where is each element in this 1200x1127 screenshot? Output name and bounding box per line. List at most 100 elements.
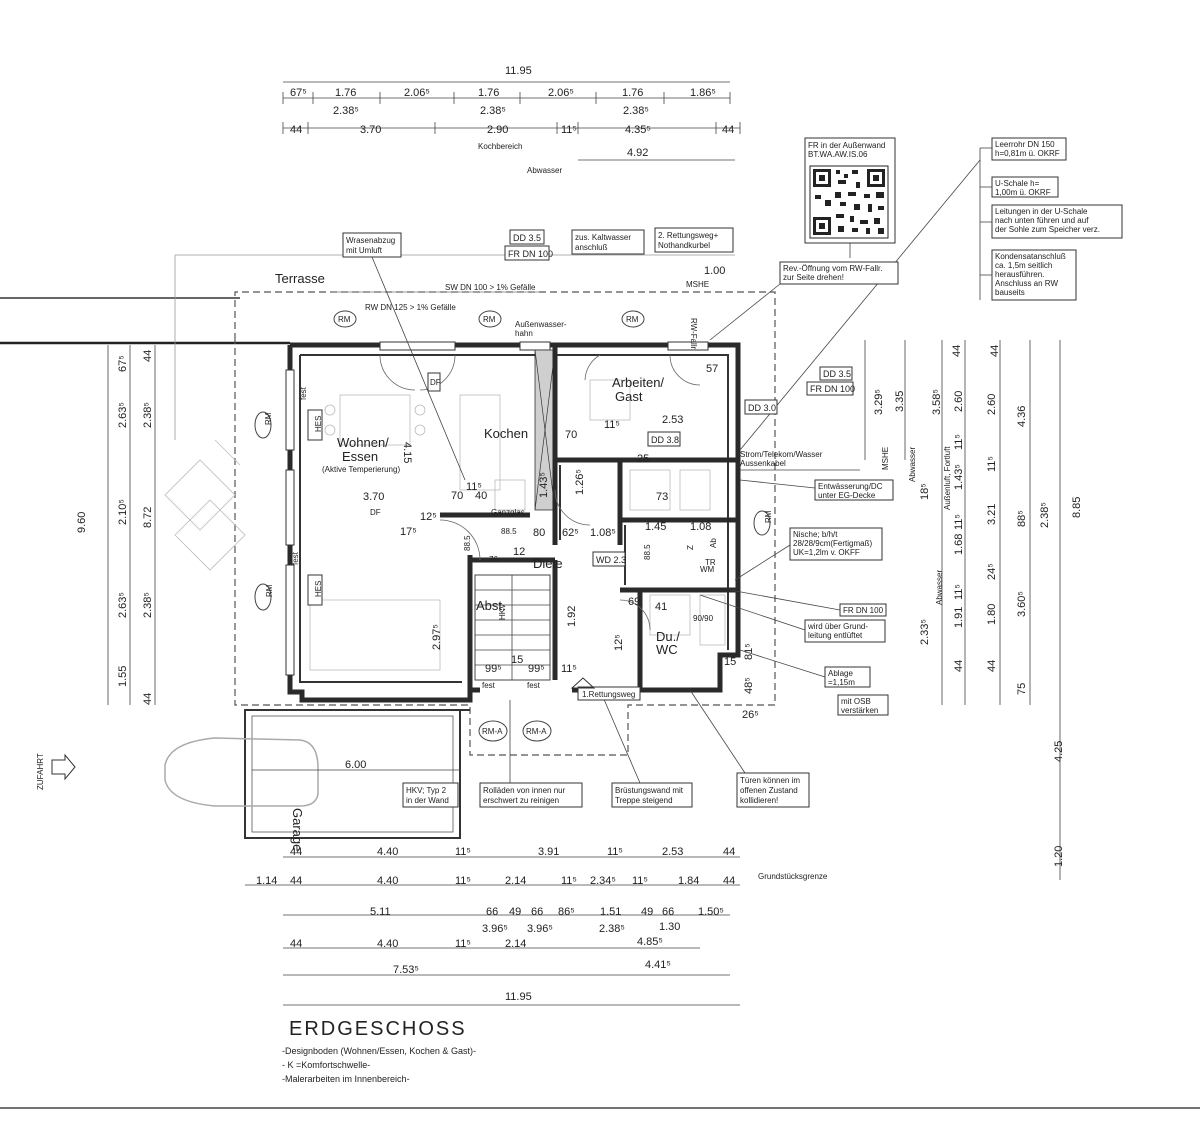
bottom-dim: 2.14 xyxy=(505,938,526,950)
right-dim: 2.38⁵ xyxy=(1039,502,1051,528)
left-dim: 2.10⁵ xyxy=(117,499,129,525)
note-uschale: U-Schale h=1,00m ü. OKRF xyxy=(995,179,1051,197)
bottom-dim: 7.53⁵ xyxy=(393,964,419,976)
left-dim: 67⁵ xyxy=(117,355,129,372)
outer-walls xyxy=(285,341,741,703)
top-row4-dim: 4.92 xyxy=(627,147,648,159)
dim-label: 70 xyxy=(565,429,577,441)
room-garage: Garage xyxy=(290,808,305,851)
room-kochen: Kochen xyxy=(484,426,528,441)
top-row1-dim: 2.06⁵ xyxy=(404,87,430,99)
dim-label: 1.45 xyxy=(645,521,666,533)
bottom-dim: 1.84 xyxy=(678,875,699,887)
fest-label: fest xyxy=(482,681,496,690)
dim-label: 69 xyxy=(628,596,640,608)
bottom-dim: 1.50⁵ xyxy=(698,906,724,918)
right-dim: 2.60 xyxy=(953,391,965,412)
top-dimension-chains: 11.95 67⁵ 1.76 2.06⁵ 1.76 2.06⁵ 1.76 1.8… xyxy=(282,65,741,175)
right-dim: 2.33⁵ xyxy=(919,619,931,645)
right-dim: 3.58⁵ xyxy=(931,389,943,415)
dim-label: 26⁵ xyxy=(742,709,759,721)
kochbereich-label: Kochbereich xyxy=(478,142,522,151)
hkv-label: HKV xyxy=(498,603,507,620)
room-arbeiten: Arbeiten/Gast xyxy=(612,375,664,404)
right-dim: 11⁵ xyxy=(986,456,998,472)
right-dim: 8.85 xyxy=(1071,497,1083,518)
right-dim: 1.68 xyxy=(953,534,965,555)
rm-label: RM xyxy=(264,412,273,425)
dim-label: 4.15 xyxy=(401,442,413,463)
right-dim: 1.80 xyxy=(986,604,998,625)
room-abst: Abst. xyxy=(476,598,506,613)
fest-label: fest xyxy=(291,551,300,565)
note-wd23: WD 2.3 xyxy=(596,555,626,565)
bottom-dim: 66 xyxy=(531,906,543,918)
rm-label: RM xyxy=(338,315,351,324)
note-ablage: Ablage=1,15m xyxy=(828,669,855,687)
bottom-dim: 4.40 xyxy=(377,875,398,887)
right-dim: 4.36 xyxy=(1016,406,1028,427)
note-fr-dn100b: FR DN 100 xyxy=(810,384,855,394)
bottom-dim: 2.53 xyxy=(662,846,683,858)
dim-label: 12⁵ xyxy=(420,511,437,523)
note-rettungsweg1: 1.Rettungsweg xyxy=(582,690,635,699)
note-dd35b: DD 3.5 xyxy=(823,369,851,379)
bottom-dim: 66 xyxy=(486,906,498,918)
bottom-dim: 11⁵ xyxy=(455,938,471,950)
rw-pipe-label: RW DN 125 > 1% Gefälle xyxy=(365,303,456,312)
right-dimension-chains: 44 3.29⁵ 3.35 3.58⁵ 2.60 44 2.60 4.36 11… xyxy=(864,340,1083,880)
left-dim: 2.38⁵ xyxy=(142,592,154,618)
note-aussenwasser: Außenwasser-hahn xyxy=(515,320,567,338)
dim-label: 3.70 xyxy=(363,491,384,503)
dim-label: 1.00 xyxy=(704,265,725,277)
dim-label: 2.53 xyxy=(662,414,683,426)
df-label: DF xyxy=(370,508,381,517)
bottom-dim: 11⁵ xyxy=(455,875,471,887)
room-labels: Wohnen/Essen (Aktive Temperierung) Koche… xyxy=(275,271,680,851)
bottom-dim: 11⁵ xyxy=(632,875,648,887)
room-wohnen: Wohnen/Essen xyxy=(337,435,389,464)
dim-label: 15 xyxy=(511,654,523,666)
door-88-label: 88.5 xyxy=(501,527,517,536)
top-row2-dim: 2.38⁵ xyxy=(623,105,649,117)
top-row2-dim: 2.38⁵ xyxy=(480,105,506,117)
right-dim: 1.91 xyxy=(953,607,965,628)
stairs xyxy=(474,574,551,681)
top-row1-dim: 1.76 xyxy=(622,87,643,99)
top-row1-dim: 1.86⁵ xyxy=(690,87,716,99)
right-dim: 3.35 xyxy=(894,391,906,412)
bottom-dim: 11⁵ xyxy=(455,846,471,858)
wm-label: WM xyxy=(700,565,715,574)
dim-label: 1.92 xyxy=(566,606,578,627)
note-fr-dn100c: FR DN 100 xyxy=(843,606,884,615)
bottom-dim: 4.40 xyxy=(377,846,398,858)
right-dim: 24⁵ xyxy=(986,563,998,580)
rm-label: RM xyxy=(764,510,773,523)
rm-label: RM xyxy=(626,315,639,324)
right-dim: 4.25 xyxy=(1053,741,1065,762)
bottom-overall-dim: 11.95 xyxy=(505,991,532,1003)
room-terrasse: Terrasse xyxy=(275,271,325,286)
right-dim: 11⁵ xyxy=(953,584,965,600)
sw-pipe-label: SW DN 100 > 1% Gefälle xyxy=(445,283,536,292)
vert-label-abwasser: Abwasser xyxy=(908,447,917,482)
top-overall-dim: 11.95 xyxy=(505,65,532,77)
bottom-dim: 2.34⁵ xyxy=(590,875,616,887)
legend-line: - K =Komfortschwelle- xyxy=(282,1060,370,1070)
bottom-dim: 66 xyxy=(662,906,674,918)
right-dim: 2.60 xyxy=(986,394,998,415)
fest-label: fest xyxy=(527,681,541,690)
bottom-dim: 44 xyxy=(723,846,735,858)
left-dim: 1.55 xyxy=(117,666,129,687)
left-dim: 8.72 xyxy=(142,507,154,528)
dim-label: 70 xyxy=(451,490,463,502)
